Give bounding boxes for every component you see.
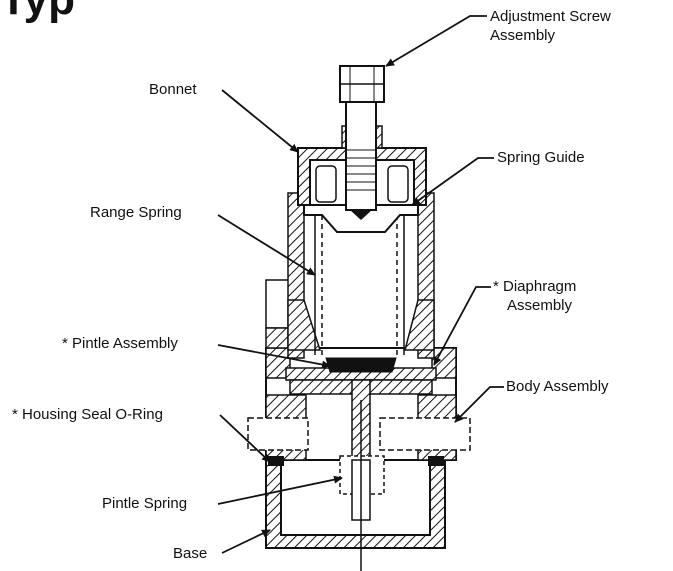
leader-housing-seal (219, 414, 271, 463)
housing-shoulder-right (404, 299, 435, 351)
screw-threads (346, 149, 376, 191)
inlet-port (247, 417, 309, 451)
label-body-assembly: Body Assembly (506, 378, 609, 395)
leader-pintle-spring (217, 475, 343, 505)
leader-body-assembly (454, 386, 504, 423)
label-spring-guide: Spring Guide (497, 149, 585, 166)
leader-diaphragm (433, 286, 491, 366)
outlet-port (379, 417, 471, 451)
adjustment-screw-shaft (345, 99, 377, 211)
range-spring (314, 215, 405, 355)
label-adjustment-screw-line1: Adjustment Screw (490, 8, 611, 25)
label-pintle-spring: Pintle Spring (102, 495, 188, 512)
label-range-spring: Range Spring (90, 204, 182, 221)
label-housing-seal: * Housing Seal O-Ring (12, 406, 163, 423)
label-diaphragm: * Diaphragm Assembly (493, 277, 576, 315)
label-pintle-assembly: * Pintle Assembly (62, 335, 178, 352)
label-adjustment-screw: Adjustment Screw Assembly (490, 7, 611, 45)
pintle-head (325, 357, 397, 373)
label-base: Base (173, 545, 208, 562)
leader-spring-guide (411, 157, 494, 206)
housing-shoulder-left (287, 299, 322, 351)
housing-seal-right (428, 456, 444, 466)
label-adjustment-screw-line2: Assembly (490, 27, 556, 44)
label-diaphragm-line1: * Diaphragm (493, 278, 577, 295)
leader-pintle-assembly (217, 344, 331, 369)
housing-seal-left (268, 456, 284, 466)
leader-base (221, 529, 271, 554)
leader-adjustment-screw (385, 15, 487, 67)
page-title: Typ (0, 0, 75, 22)
label-bonnet: Bonnet (149, 81, 197, 98)
screw-tip (350, 210, 372, 220)
bonnet-pocket-left (315, 165, 337, 203)
leader-range-spring (217, 214, 316, 276)
leader-bonnet (221, 89, 299, 153)
leader-lines (217, 15, 504, 554)
label-diaphragm-line2: Assembly (507, 297, 573, 314)
bonnet-pocket-right (387, 165, 409, 203)
